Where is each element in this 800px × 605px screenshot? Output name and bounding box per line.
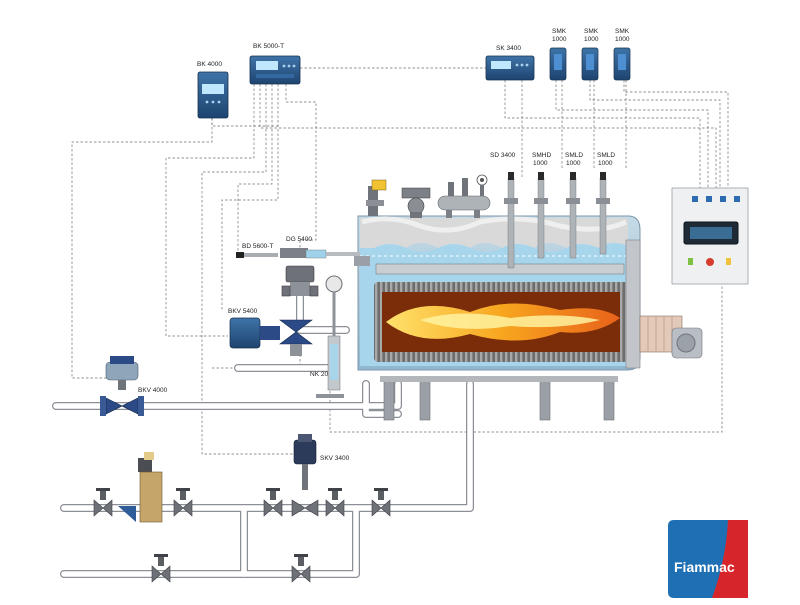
- label-skv3400: SKV 3400: [320, 455, 350, 462]
- bk5000t-controller: [249, 55, 301, 85]
- skv3400-valve: [291, 434, 319, 517]
- logo-text: Fiammac: [674, 559, 735, 575]
- bottom-valves: [93, 434, 391, 583]
- valve-6: [151, 554, 171, 583]
- feed-valve-upper: [281, 265, 319, 297]
- bk4000-controller: [197, 71, 229, 119]
- fiammac-logo: Fiammac: [668, 520, 748, 598]
- smk1000-module-1: [549, 47, 567, 81]
- smk1000-module-2: [581, 47, 599, 81]
- label-sd3400: SD 3400: [490, 152, 516, 159]
- valve-7: [291, 554, 311, 583]
- top-fittings: [366, 172, 610, 269]
- smk1000-module-3: [613, 47, 631, 81]
- valve-3: [263, 488, 283, 517]
- nk20-level-switch: [316, 275, 344, 398]
- sk3400-controller: [485, 55, 535, 81]
- label-smhd-line2: 1000: [533, 160, 548, 167]
- filter-regulator: [118, 452, 163, 523]
- label-nk20: NK 20: [310, 371, 328, 378]
- label-smld1-line2: 1000: [566, 160, 581, 167]
- valve-5: [371, 488, 391, 517]
- labels: BK 4000 BK 5000-T SK 3400 SMK 1000 SMK 1…: [138, 28, 630, 462]
- label-smk1-line1: SMK: [552, 28, 567, 35]
- boiler: [354, 215, 703, 421]
- label-dg5400: DG 5400: [286, 236, 312, 243]
- label-bd5600t: BD 5600-T: [242, 243, 273, 250]
- valve-2: [173, 488, 193, 517]
- label-smk2-line1: SMK: [584, 28, 599, 35]
- label-bkv4000: BKV 4000: [138, 387, 168, 394]
- label-smhd-line1: SMHD: [532, 152, 551, 159]
- dg5400-switch: [280, 248, 360, 259]
- label-smk1-line2: 1000: [552, 36, 567, 43]
- control-panel: [671, 187, 749, 285]
- label-bkv5400: BKV 5400: [228, 308, 258, 315]
- label-smk3-line1: SMK: [615, 28, 630, 35]
- bd5600t-sensor: [236, 252, 278, 258]
- valve-4: [325, 488, 345, 517]
- label-smld2-line1: SMLD: [597, 152, 615, 159]
- label-bk5000t: BK 5000-T: [253, 43, 284, 50]
- label-bk4000: BK 4000: [197, 61, 222, 68]
- label-smk3-line2: 1000: [615, 36, 630, 43]
- label-smk2-line2: 1000: [584, 36, 599, 43]
- label-smld1-line1: SMLD: [565, 152, 583, 159]
- valve-1: [93, 488, 113, 517]
- bkv5400-valve: [229, 317, 313, 356]
- label-smld2-line2: 1000: [598, 160, 613, 167]
- label-sk3400: SK 3400: [496, 45, 521, 52]
- bkv4000-valve: [100, 356, 144, 416]
